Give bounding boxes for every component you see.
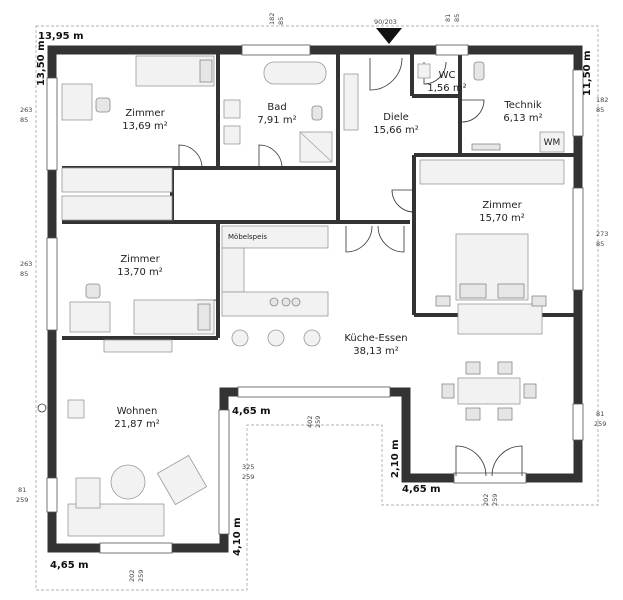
technik-area: 6,13 m² — [503, 113, 542, 124]
dim-top-window-a-w: 182 — [268, 13, 276, 25]
dim-top-width: 13,95 m — [38, 31, 84, 42]
zimmer3-furniture — [419, 159, 565, 335]
property-dashed-outline — [35, 25, 599, 591]
zimmer2-furniture — [61, 195, 215, 335]
dim-notch-right-height: 2,10 m — [390, 439, 401, 478]
wm-label: WM — [544, 138, 561, 148]
bad-furniture — [223, 61, 333, 163]
dim-notch-left-height: 4,10 m — [232, 517, 243, 556]
bad-name: Bad — [267, 102, 286, 113]
doors — [178, 57, 523, 477]
dim-notch-top-left: 4,65 m — [232, 406, 271, 417]
dim-essen-window-w: 81 — [596, 410, 604, 418]
kitchen-furniture: Möbelspeis — [221, 225, 329, 347]
zimmer3-area: 15,70 m² — [479, 213, 525, 224]
dim-wc-window-h: 85 — [453, 14, 461, 22]
dim-wohnen-left-w: 81 — [18, 486, 26, 494]
dim-wohnen-left-h: 259 — [16, 496, 28, 504]
dim-essen-door-h: 259 — [491, 494, 499, 506]
technik-name: Technik — [503, 100, 542, 111]
dim-right-height: 11,50 m — [582, 50, 593, 96]
wohnen-furniture — [37, 339, 208, 537]
zimmer1-furniture — [61, 55, 215, 193]
diele-name: Diele — [383, 112, 409, 123]
dim-zimmer1-window-w: 263 — [20, 106, 32, 114]
diele-area: 15,66 m² — [373, 125, 419, 136]
dim-terrace-door-h: 259 — [314, 416, 322, 428]
moebelspeis-label: Möbelspeis — [228, 233, 267, 241]
zimmer1-name: Zimmer — [125, 108, 165, 119]
dining-table — [441, 361, 537, 421]
dim-zimmer1-window-h: 85 — [20, 116, 28, 124]
dim-zimmer3-window-h: 85 — [596, 240, 604, 248]
main-dimensions: 13,95 m 13,50 m 11,50 m 4,65 m 4,10 m 4,… — [36, 31, 593, 571]
dim-wohnen-side-w: 325 — [242, 463, 254, 471]
diele-wardrobe — [343, 73, 359, 131]
opening-dimensions: 182 85 90/203 81 85 182 85 263 85 273 85… — [16, 13, 608, 582]
bad-area: 7,91 m² — [257, 115, 296, 126]
dim-notch-right-width: 4,65 m — [402, 484, 441, 495]
kueche-name: Küche-Essen — [344, 333, 407, 344]
zimmer3-name: Zimmer — [482, 200, 522, 211]
wc-area: 1,56 m² — [427, 83, 466, 94]
dim-zimmer2-window-h: 85 — [20, 270, 28, 278]
wohnen-area: 21,87 m² — [114, 419, 160, 430]
entrance-arrow-icon — [376, 28, 402, 44]
wc-name: WC — [439, 70, 456, 81]
dim-essen-door-w: 202 — [482, 494, 490, 506]
zimmer1-area: 13,69 m² — [122, 121, 168, 132]
dim-entrance: 90/203 — [374, 18, 397, 26]
dim-notch-bottom-left: 4,65 m — [50, 560, 89, 571]
dim-zimmer3-window-w: 273 — [596, 230, 608, 238]
zimmer2-area: 13,70 m² — [117, 267, 163, 278]
dim-terrace-door-w: 402 — [306, 416, 314, 428]
dim-wohnen-bottom-h: 259 — [137, 570, 145, 582]
dim-left-height: 13,50 m — [36, 40, 47, 86]
dim-top-window-a-h: 85 — [277, 17, 285, 25]
dim-essen-window-h: 259 — [594, 420, 606, 428]
wohnen-name: Wohnen — [117, 406, 158, 417]
dim-zimmer2-window-w: 263 — [20, 260, 32, 268]
dim-wohnen-bottom-w: 202 — [128, 570, 136, 582]
dim-technik-window-h: 85 — [596, 106, 604, 114]
dim-wc-window-w: 81 — [444, 14, 452, 22]
room-labels: Zimmer 13,69 m² Bad 7,91 m² Diele 15,66 … — [114, 70, 542, 430]
kueche-area: 38,13 m² — [353, 346, 399, 357]
wc-technik-furniture: WM — [417, 61, 565, 153]
windows — [46, 44, 584, 554]
zimmer2-name: Zimmer — [120, 254, 160, 265]
dim-technik-window-w: 182 — [596, 96, 608, 104]
dim-wohnen-side-h: 259 — [242, 473, 254, 481]
